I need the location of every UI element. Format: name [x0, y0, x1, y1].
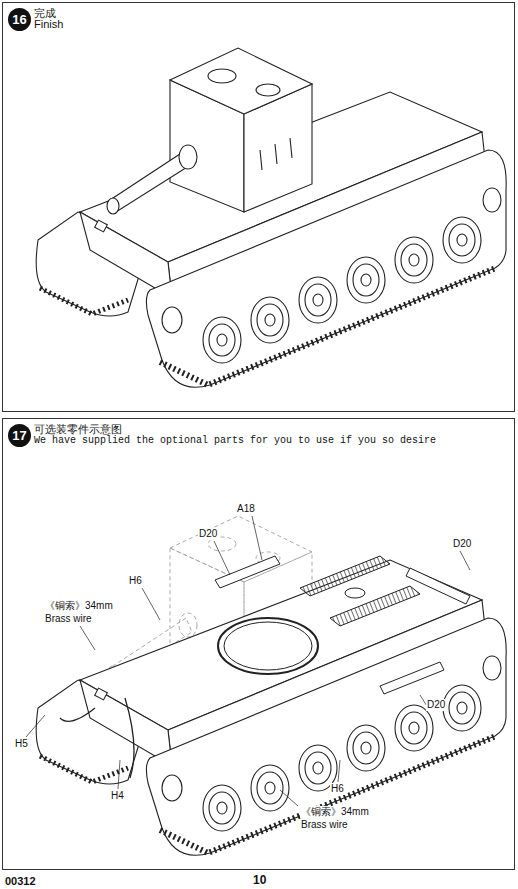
part-callout: Brass wire: [44, 613, 93, 625]
part-callout: D20: [452, 538, 472, 550]
leader-lines: [26, 516, 470, 806]
step-title: Finish: [34, 18, 63, 30]
part-callout: H4: [110, 790, 125, 802]
page-footer: 10: [252, 874, 267, 886]
part-callout: A18: [236, 503, 256, 515]
step-number-text: 17: [12, 428, 26, 443]
part-callout: Brass wire: [300, 819, 349, 831]
part-callout: H6: [128, 575, 143, 587]
part-callout: H5: [14, 738, 29, 750]
step-note: We have supplied the optional parts for …: [34, 435, 436, 446]
page-footer: 00312: [4, 875, 37, 887]
part-callout: 《铜索》34mm: [300, 806, 370, 818]
step-number-text: 16: [12, 12, 26, 27]
tank-optional-parts: [36, 516, 506, 855]
step-number: 17: [8, 424, 31, 447]
step-panel: 可选装零件示意图We have supplied the optional pa…: [2, 418, 515, 870]
part-callout: 《铜索》34mm: [44, 600, 114, 612]
step-panel: 完成Finish16: [2, 2, 515, 412]
step-title: 可选装零件示意图: [34, 422, 122, 437]
part-callout: H6: [330, 783, 345, 795]
part-callout: D20: [426, 699, 446, 711]
step-number: 16: [8, 8, 31, 31]
part-callout: D20: [198, 528, 218, 540]
tank-turret: [107, 48, 312, 214]
